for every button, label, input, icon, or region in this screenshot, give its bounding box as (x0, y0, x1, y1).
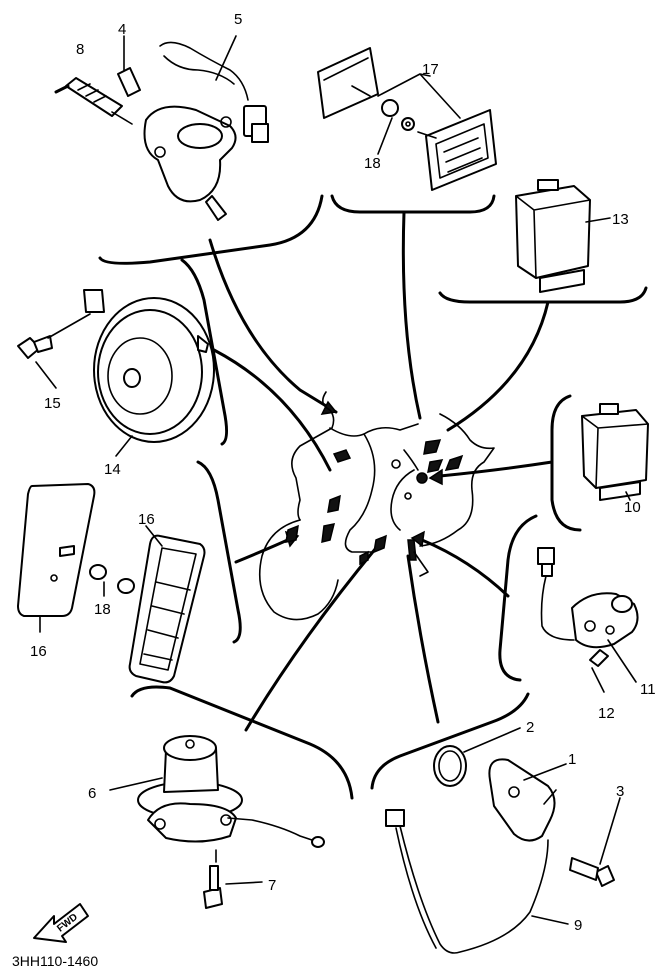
pickup-coil-1 (488, 758, 567, 842)
group-bracket-reflectors-top (330, 194, 496, 214)
callout-2: 2 (526, 719, 534, 736)
callout-3: 3 (616, 783, 624, 800)
group-bracket-relay-13 (438, 286, 648, 304)
leader-ignition (208, 238, 338, 414)
group-bracket-side-reflector (196, 460, 242, 644)
leader-switch-11 (420, 538, 510, 598)
reflector-lens-17 (417, 109, 497, 191)
callout-5: 5 (234, 11, 242, 28)
group-bracket-ignition (98, 194, 324, 265)
engine-connector-marks (285, 439, 464, 577)
callout-14: 14 (104, 461, 121, 478)
pickup-lead-9 (385, 809, 569, 954)
callout-7: 7 (268, 877, 276, 894)
arrow-head-ignition (320, 400, 338, 415)
group-bracket-switch-11 (498, 514, 538, 682)
callout-8: 8 (76, 41, 84, 58)
horn-bolt-15 (17, 313, 91, 389)
switch-bolt-12 (589, 649, 609, 693)
relay-13 (515, 179, 611, 293)
callout-9: 9 (574, 917, 582, 934)
group-bracket-relay-10 (550, 394, 582, 532)
arrow-head-switch-11 (410, 530, 425, 548)
callout-18-top: 18 (364, 155, 381, 172)
leader-relay-13 (446, 300, 550, 432)
leader-17 (377, 73, 461, 119)
callout-16-left: 16 (30, 643, 47, 660)
o-ring-2 (433, 727, 521, 787)
starter-bolt-7 (203, 849, 263, 909)
spark-plug-cap-4 (117, 35, 141, 97)
group-bracket-pickup (370, 692, 530, 790)
horn-14 (83, 289, 215, 457)
starter-6 (109, 735, 325, 848)
callout-17: 17 (422, 61, 439, 78)
side-reflector-16-right (128, 525, 206, 684)
callout-16-right: 16 (138, 511, 155, 528)
ignition-coil (143, 105, 237, 221)
figure-code: 3HH110-1460 (12, 953, 98, 969)
group-bracket-horn (180, 258, 229, 446)
callout-13: 13 (612, 211, 629, 228)
callout-10: 10 (624, 499, 641, 516)
neutral-switch-11 (537, 547, 639, 683)
leader-starter (244, 546, 378, 732)
callout-15: 15 (44, 395, 61, 412)
spark-plug-8 (54, 77, 133, 125)
leader-reflector-top (401, 210, 422, 420)
reflector-nuts-18 (377, 99, 415, 155)
group-bracket-starter (130, 685, 354, 800)
engine-outline (258, 391, 495, 621)
reflector-bracket-17 (317, 47, 379, 119)
relay-10 (581, 403, 649, 501)
reflector-nuts-18-lower (89, 564, 135, 597)
arrow-head-relay-10 (428, 468, 443, 486)
callout-18-lower: 18 (94, 601, 111, 618)
leader-horn (212, 348, 332, 472)
callout-12: 12 (598, 705, 615, 722)
ignition-harness-5 (159, 35, 269, 143)
callout-6: 6 (88, 785, 96, 802)
callout-11: 11 (640, 681, 656, 698)
pickup-bolt-3 (569, 797, 621, 887)
side-reflector-16-left (17, 483, 96, 633)
forward-arrow-icon: FWD (33, 903, 89, 943)
leader-pickup (406, 554, 440, 724)
leader-relay-10 (438, 460, 554, 478)
callout-4: 4 (118, 21, 126, 38)
callout-1: 1 (568, 751, 576, 768)
